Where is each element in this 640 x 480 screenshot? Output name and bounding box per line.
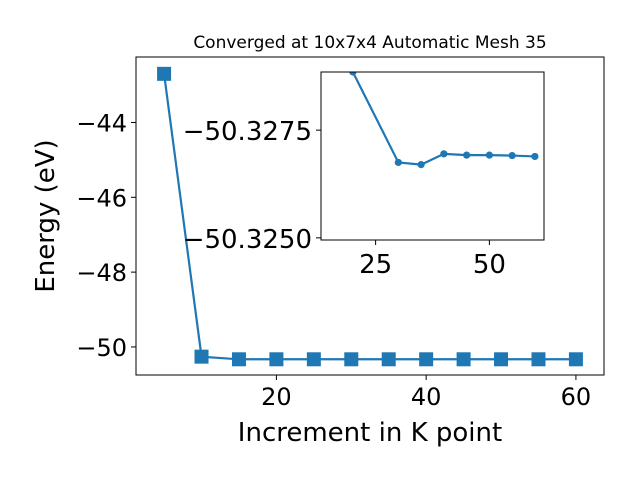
inset-x-axis-ticks: 25 50 <box>359 240 506 280</box>
data-point <box>456 352 471 367</box>
data-point <box>531 152 539 161</box>
chart-title: Converged at 10x7x4 Automatic Mesh 35 <box>193 33 546 53</box>
energy-series <box>157 66 583 367</box>
data-point <box>568 352 583 367</box>
data-point <box>157 66 172 81</box>
data-point <box>194 349 209 364</box>
data-point <box>440 150 448 158</box>
series-line <box>351 72 535 166</box>
data-point <box>231 352 246 367</box>
inset-plot: 25 50 −50.3250 −50.3275 <box>183 71 545 280</box>
data-point <box>531 352 546 367</box>
data-point <box>381 352 396 367</box>
x-tick-label: 50 <box>473 250 506 280</box>
x-tick-label: 60 <box>561 383 592 411</box>
data-point <box>269 352 284 367</box>
inset-energy-series <box>349 72 539 169</box>
data-point <box>419 352 434 367</box>
y-axis-label: Energy (eV) <box>31 139 61 292</box>
series-marks <box>157 66 583 367</box>
x-tick-label: 40 <box>411 383 442 411</box>
inset-y-axis-ticks: −50.3250 −50.3275 <box>183 117 321 255</box>
y-tick-label: −50.3250 <box>183 225 312 255</box>
x-axis-label: Increment in K point <box>238 418 502 448</box>
data-point <box>463 151 471 159</box>
data-point <box>417 161 425 169</box>
data-point <box>494 352 509 367</box>
y-tick-label: −48 <box>76 259 127 287</box>
y-tick-label: −50 <box>76 334 127 362</box>
main-plot: Converged at 10x7x4 Automatic Mesh 35 In… <box>31 33 605 448</box>
y-tick-label: −46 <box>76 184 127 212</box>
data-point <box>344 352 359 367</box>
y-tick-label: −44 <box>76 109 127 137</box>
x-tick-label: 20 <box>261 383 292 411</box>
data-point <box>306 352 321 367</box>
data-point <box>349 72 357 76</box>
y-tick-label: −50.3275 <box>183 117 312 147</box>
data-point <box>508 151 516 160</box>
series-marks <box>349 72 539 169</box>
inset-plot-frame <box>320 71 545 241</box>
x-tick-label: 25 <box>359 250 392 280</box>
x-axis-ticks: 20 40 60 <box>261 375 591 411</box>
data-point <box>394 158 402 167</box>
data-point <box>485 151 493 159</box>
main-plot-frame <box>135 56 605 376</box>
y-axis-ticks: −50 −48 −46 −44 <box>76 109 136 362</box>
